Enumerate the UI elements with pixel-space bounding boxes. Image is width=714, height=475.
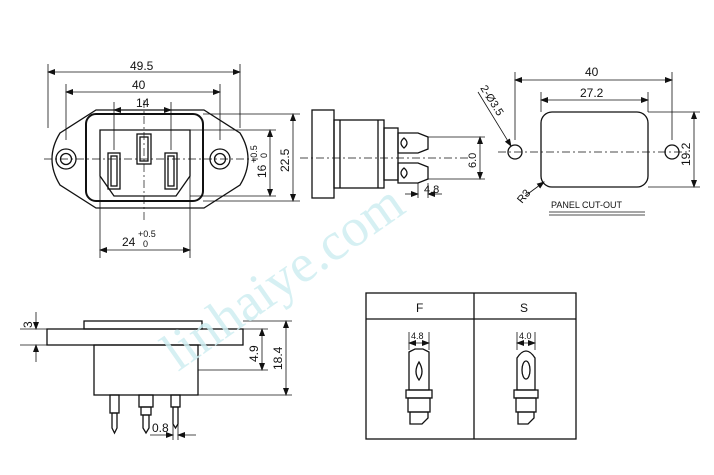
terminal-f-drawing: 4.8: [405, 331, 433, 425]
terminal-table: F S 4.8 4.0: [365, 292, 577, 440]
dim-holes: 2-Ø3.5: [477, 83, 505, 118]
pin-right-inner: [167, 155, 175, 187]
pin-right: [164, 152, 178, 190]
dim-radius: R3: [515, 187, 533, 205]
dim-inner-height: 16: [255, 164, 269, 178]
side-view: 6.0 4.8: [300, 109, 485, 199]
side-terminal-bottom: [397, 162, 429, 184]
dim-inner-width-tol-upper: +0.5: [138, 229, 156, 239]
front-view: 49.5 40 14 16 +0.5 0 22.5 24 +0.5 0: [44, 59, 300, 258]
bottom-pin-center: [142, 414, 150, 435]
terminal-s-drawing: 4.0: [513, 331, 539, 425]
panel-cutout-label: PANEL CUT-OUT: [551, 200, 623, 210]
dim-inner-width: 24: [122, 235, 136, 249]
bottom-pin-right-base: [170, 394, 181, 408]
bottom-pin-left: [111, 412, 118, 435]
pin-left: [107, 152, 121, 190]
dim-inner-width-tol-lower: 0: [143, 239, 148, 249]
dim-body-height: 22.5: [278, 148, 292, 172]
dim-cutout-height: 19.2: [679, 142, 693, 166]
bottom-pin-left-base: [109, 394, 120, 414]
dim-flange: 3: [21, 321, 35, 328]
dim-total-depth: 18.4: [271, 346, 285, 370]
panel-cutout-view: 40 27.2 19.2 2-Ø3.5 R3 PANEL CUT-OUT: [477, 65, 700, 216]
side-terminal-top: [397, 132, 429, 154]
flange-outline: [51, 109, 249, 209]
dim-pin-width: 0.8: [152, 421, 169, 435]
table-header-s: S: [520, 301, 528, 315]
body-frame: [85, 113, 204, 202]
dim-cutout-width: 27.2: [580, 86, 604, 100]
dim-body-depth: 4.9: [247, 345, 261, 362]
side-terminal-base: [383, 127, 399, 181]
dim-terminal-s: 4.0: [519, 331, 532, 341]
dim-terminal-length: 4.8: [424, 184, 439, 196]
dim-inner-height-tol-upper: +0.5: [249, 145, 259, 163]
dim-terminal-f: 4.8: [411, 331, 424, 341]
bottom-pin-right: [172, 406, 179, 430]
cutout-rectangle: [540, 111, 649, 188]
pin-left-inner: [110, 155, 118, 187]
dim-overall-width: 49.5: [130, 59, 154, 73]
dim-body-width: 40: [132, 78, 146, 92]
dim-pin-span: 14: [136, 96, 150, 110]
dim-hole-spacing: 40: [585, 65, 599, 79]
side-flange: [311, 109, 335, 199]
dim-terminal-width: 6.0: [467, 153, 479, 168]
dim-inner-height-tol-lower: 0: [259, 153, 269, 158]
table-header-f: F: [416, 301, 423, 315]
bottom-view: 3 4.9 18.4 0.8: [20, 312, 292, 440]
table-frame: [365, 292, 577, 440]
bottom-pin-center-base: [138, 394, 154, 408]
